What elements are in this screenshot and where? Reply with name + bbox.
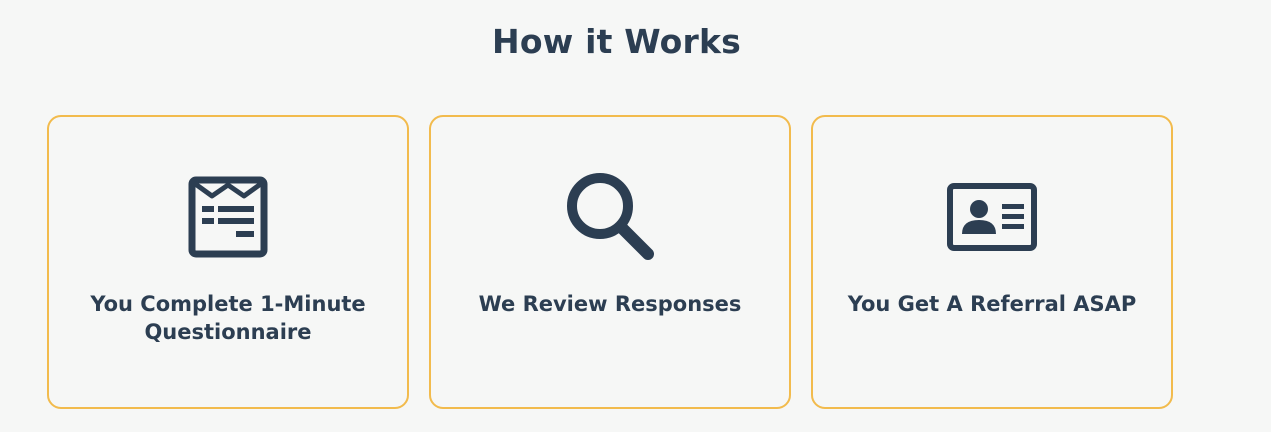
section-title: How it Works	[492, 22, 741, 61]
magnifying-glass-icon	[560, 172, 660, 262]
id-card-icon	[942, 172, 1042, 262]
steps-row: You Complete 1-Minute Questionnaire We R…	[47, 115, 1173, 409]
step-label: You Complete 1-Minute Questionnaire	[90, 292, 366, 344]
step-label: We Review Responses	[478, 292, 742, 316]
step-card-questionnaire: You Complete 1-Minute Questionnaire	[47, 115, 409, 409]
questionnaire-form-icon	[178, 172, 278, 262]
step-card-referral: You Get A Referral ASAP	[811, 115, 1173, 409]
step-card-review: We Review Responses	[429, 115, 791, 409]
step-label: You Get A Referral ASAP	[847, 292, 1137, 316]
